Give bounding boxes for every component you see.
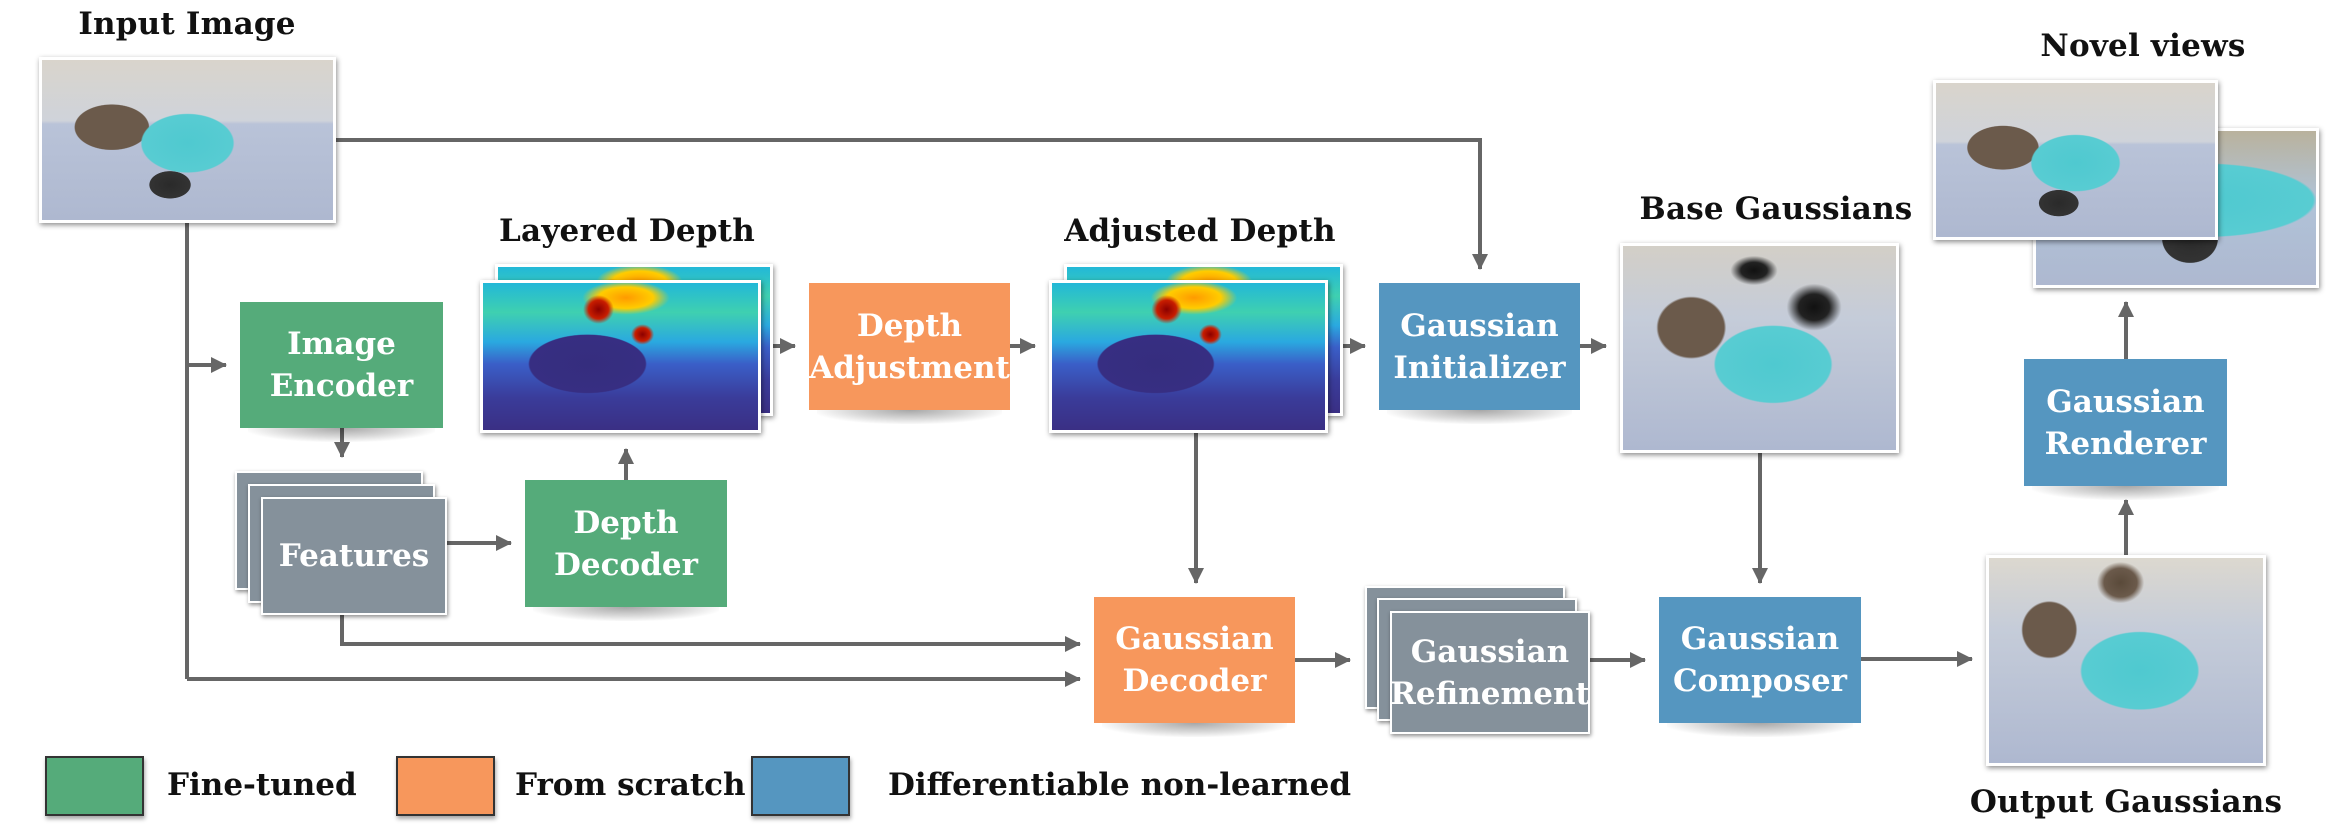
adjusted-depth-title: Adjusted Depth xyxy=(1064,213,1336,249)
legend-swatch-non-learned xyxy=(751,756,850,816)
gaussian-renderer-label-2: Renderer xyxy=(2044,425,2207,462)
gaussian-refinement-label-2: Refinement xyxy=(1390,675,1590,712)
gaussian-composer-label-2: Composer xyxy=(1672,663,1847,699)
novel-view-image-1 xyxy=(1933,80,2218,240)
layered-depth-title: Layered Depth xyxy=(499,213,755,249)
gaussian-initializer-label-1: Gaussian xyxy=(1400,307,1559,344)
gaussian-decoder-label-2: Decoder xyxy=(1122,663,1267,699)
gaussian-refinement-label-1: Gaussian xyxy=(1410,633,1570,670)
input-image xyxy=(39,57,336,223)
image-encoder-label-1: Image xyxy=(287,326,396,362)
legend-label-from-scratch: From scratch xyxy=(515,767,746,803)
edge-input-to-initializer xyxy=(336,138,1488,270)
legend-swatch-from-scratch xyxy=(396,756,495,816)
edge-features-to-gaussian-decoder xyxy=(340,615,1081,652)
adjusted-depth-map-front xyxy=(1049,280,1328,433)
legend-swatch-fine-tuned xyxy=(45,756,144,816)
output-gaussians-image xyxy=(1986,555,2266,766)
depth-decoder-label-2: Decoder xyxy=(554,546,698,583)
output-gaussians-title: Output Gaussians xyxy=(1969,784,2283,820)
features-block[interactable]: Features xyxy=(261,497,447,615)
layered-depth-map-front xyxy=(480,280,761,433)
base-gaussians-title: Base Gaussians xyxy=(1639,191,1913,227)
legend-label-fine-tuned: Fine-tuned xyxy=(167,767,357,803)
novel-views-title: Novel views xyxy=(2040,28,2246,64)
image-encoder-label-2: Encoder xyxy=(269,368,414,404)
gaussian-renderer-label-1: Gaussian xyxy=(2046,383,2205,420)
base-gaussians-image xyxy=(1620,243,1899,453)
depth-adjustment-label-2: Adjustment xyxy=(809,349,1010,386)
gaussian-decoder-label-1: Gaussian xyxy=(1115,621,1274,657)
depth-adjustment-label-1: Depth xyxy=(856,307,963,344)
input-image-title: Input Image xyxy=(78,6,296,42)
gaussian-initializer-label-2: Initializer xyxy=(1393,349,1566,386)
legend-label-non-learned: Differentiable non-learned xyxy=(888,767,1352,803)
depth-decoder-label-1: Depth xyxy=(573,504,679,541)
features-label: Features xyxy=(278,538,430,574)
gaussian-composer-label-1: Gaussian xyxy=(1680,621,1840,657)
